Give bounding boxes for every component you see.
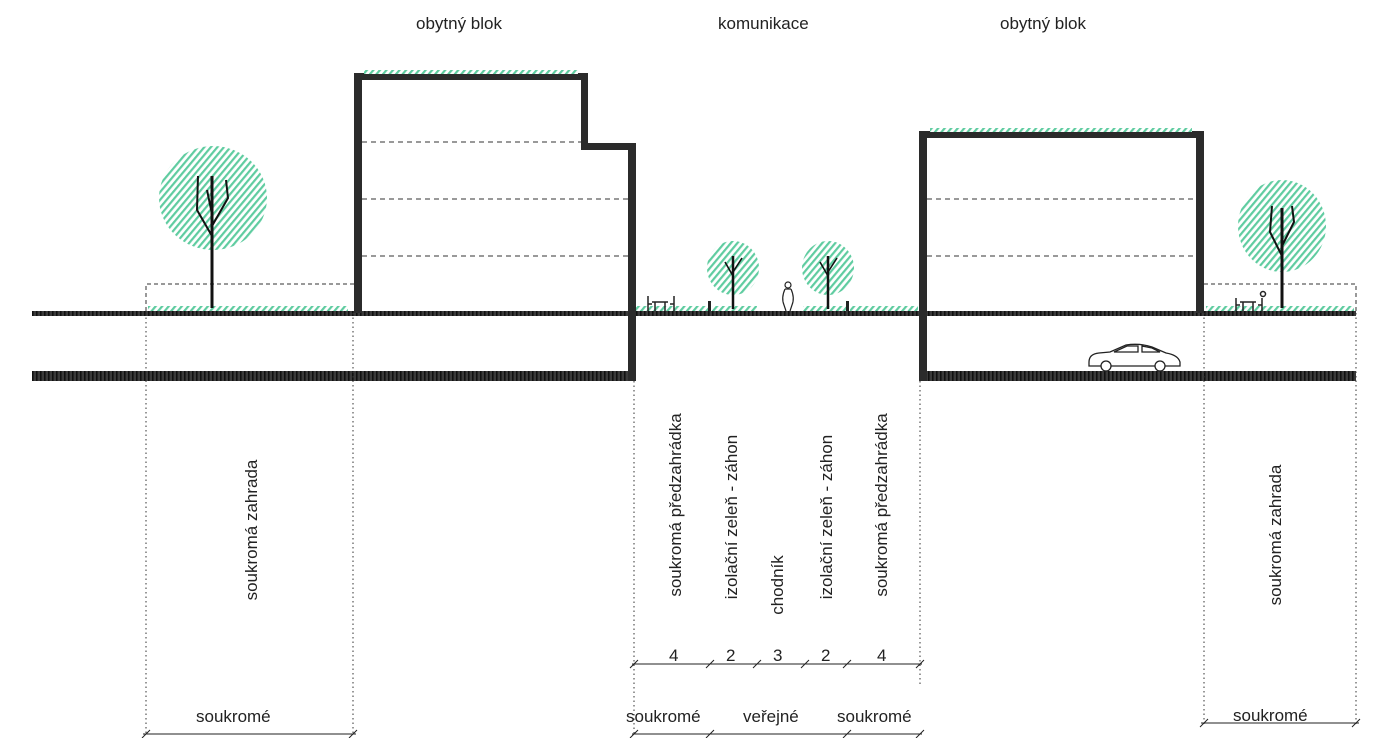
zone-label-sidewalk: chodník	[768, 555, 787, 615]
grass-garden-left	[148, 306, 348, 311]
garden-fence-left	[145, 283, 354, 311]
ownership-garden-right: soukromé	[1233, 706, 1308, 725]
heading-road: komunikace	[718, 14, 809, 33]
garden-fence-right	[1204, 283, 1357, 311]
zone-label-garden-right: soukromá zahrada	[1266, 464, 1285, 606]
car-icon	[1088, 343, 1181, 372]
zone-label-garden-left: soukromá zahrada	[242, 459, 261, 601]
heading-residential-block-right: obytný blok	[1000, 14, 1086, 33]
width-green-strip-left: 2	[726, 646, 736, 665]
heading-residential-block-left: obytný blok	[416, 14, 502, 33]
ground-line-left	[32, 311, 628, 316]
curb-right	[846, 301, 849, 311]
zone-guide-lines	[145, 313, 1357, 736]
grass-front-garden-right	[850, 306, 918, 311]
ground-line-street	[633, 311, 920, 316]
pedestrian-icon	[782, 281, 794, 312]
width-green-strip-right: 2	[821, 646, 831, 665]
zone-label-green-strip-right: izolační zeleň - záhon	[817, 434, 836, 600]
width-dimension-line	[629, 659, 925, 669]
zone-label-green-strip-left: izolační zeleň - záhon	[722, 434, 741, 600]
grass-green-strip-right	[803, 306, 847, 311]
ownership-front-garden-left: soukromé	[626, 707, 701, 726]
grass-front-garden-left	[636, 306, 708, 311]
bench-icon	[1235, 290, 1267, 311]
zone-label-front-garden-right: soukromá předzahrádka	[872, 413, 891, 597]
width-sidewalk: 3	[773, 646, 783, 665]
tree-icon	[159, 146, 267, 308]
ownership-front-garden-right: soukromé	[837, 707, 912, 726]
ownership-garden-left: soukromé	[196, 707, 271, 726]
ownership-public: veřejné	[743, 707, 799, 726]
zone-label-front-garden-left: soukromá předzahrádka	[666, 413, 685, 597]
ownership-dimension-line	[141, 718, 1361, 738]
bench-icon	[647, 296, 675, 311]
residential-block-left	[354, 70, 636, 381]
tree-icon	[707, 241, 759, 309]
ground-line-right	[925, 311, 1356, 316]
width-front-garden-right: 4	[877, 646, 887, 665]
residential-block-right	[919, 128, 1204, 381]
tree-icon	[802, 241, 854, 309]
basement-slab-left	[32, 371, 630, 381]
width-front-garden-left: 4	[669, 646, 679, 665]
grass-green-strip-left	[712, 306, 757, 311]
basement-slab-right	[921, 371, 1356, 381]
tree-icon	[1238, 180, 1326, 308]
curb-left	[708, 301, 711, 311]
grass-garden-right	[1206, 306, 1354, 311]
